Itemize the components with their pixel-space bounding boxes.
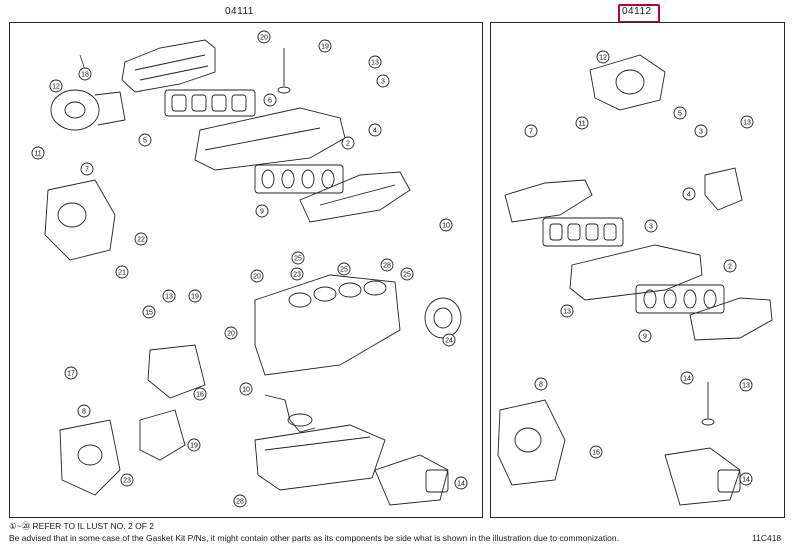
svg-text:2: 2 bbox=[346, 141, 350, 148]
svg-text:19: 19 bbox=[321, 44, 329, 51]
svg-text:13: 13 bbox=[165, 294, 173, 301]
svg-text:17: 17 bbox=[67, 371, 75, 378]
exhaust-gasket-left bbox=[254, 164, 344, 194]
svg-text:25: 25 bbox=[403, 272, 411, 279]
cylinder-head-cover-left bbox=[194, 107, 346, 171]
svg-text:7: 7 bbox=[529, 129, 533, 136]
title-right: 04112 bbox=[622, 6, 652, 17]
svg-text:21: 21 bbox=[118, 270, 126, 277]
svg-text:3: 3 bbox=[381, 79, 385, 86]
svg-text:8: 8 bbox=[82, 409, 86, 416]
svg-text:25: 25 bbox=[294, 256, 302, 263]
valve-right bbox=[701, 382, 715, 426]
svg-text:12: 12 bbox=[599, 55, 607, 62]
diagram-panel-right bbox=[490, 22, 785, 518]
svg-text:20: 20 bbox=[253, 274, 261, 281]
svg-text:5: 5 bbox=[143, 138, 147, 145]
svg-text:7: 7 bbox=[85, 167, 89, 174]
svg-text:3: 3 bbox=[649, 224, 653, 231]
svg-text:8: 8 bbox=[539, 382, 543, 389]
oil-strainer-left bbox=[264, 394, 316, 433]
bracket-right bbox=[704, 167, 743, 211]
svg-text:18: 18 bbox=[81, 72, 89, 79]
water-outlet-left bbox=[139, 409, 186, 461]
svg-text:9: 9 bbox=[260, 209, 264, 216]
svg-text:25: 25 bbox=[340, 267, 348, 274]
svg-text:19: 19 bbox=[190, 443, 198, 450]
svg-text:11: 11 bbox=[34, 151, 41, 158]
timing-cover-right bbox=[497, 399, 566, 486]
svg-text:19: 19 bbox=[191, 294, 199, 301]
svg-text:10: 10 bbox=[442, 223, 450, 230]
svg-text:4: 4 bbox=[373, 128, 377, 135]
svg-text:16: 16 bbox=[196, 392, 204, 399]
intake-manifold-right bbox=[504, 179, 593, 223]
svg-text:4: 4 bbox=[687, 192, 691, 199]
water-pump-left bbox=[374, 454, 449, 506]
valve-left bbox=[277, 48, 291, 94]
svg-text:14: 14 bbox=[742, 477, 750, 484]
title-left: 04111 bbox=[225, 6, 254, 17]
exhaust-gasket-right bbox=[635, 284, 725, 314]
svg-text:15: 15 bbox=[145, 310, 153, 317]
svg-text:13: 13 bbox=[742, 383, 750, 390]
oil-pan-left bbox=[254, 424, 386, 491]
svg-text:28: 28 bbox=[383, 263, 391, 270]
footnote-reference: ①~⑳ REFER TO IL LUST NO. 2 OF 2 bbox=[9, 521, 154, 531]
svg-text:13: 13 bbox=[371, 60, 379, 67]
footnote-disclaimer: Be advised that in some case of the Gask… bbox=[9, 533, 619, 543]
manifold-gasket-right bbox=[542, 217, 624, 247]
svg-text:23: 23 bbox=[293, 272, 301, 279]
figure-code: 11C418 bbox=[752, 533, 782, 543]
exploded-parts-drawing: 18 12 11 5 6 2 3 13 4 20 19 7 9 22 21 10… bbox=[31, 30, 773, 508]
svg-text:3: 3 bbox=[699, 129, 703, 136]
oil-pump-left bbox=[147, 344, 206, 399]
svg-text:11: 11 bbox=[578, 121, 585, 128]
svg-text:9: 9 bbox=[643, 334, 647, 341]
timing-cover-left bbox=[44, 179, 116, 261]
svg-text:14: 14 bbox=[457, 481, 465, 488]
svg-text:16: 16 bbox=[592, 450, 600, 457]
svg-text:2: 2 bbox=[728, 264, 732, 271]
svg-text:6: 6 bbox=[268, 98, 272, 105]
svg-text:10: 10 bbox=[242, 387, 250, 394]
intake-manifold-left bbox=[121, 39, 216, 93]
turbo-right bbox=[589, 54, 666, 111]
rear-seal-left bbox=[424, 297, 462, 339]
svg-text:22: 22 bbox=[137, 237, 145, 244]
turbocharger-left bbox=[50, 89, 126, 131]
exhaust-manifold-right bbox=[689, 297, 773, 341]
svg-text:20: 20 bbox=[227, 331, 235, 338]
svg-text:13: 13 bbox=[563, 309, 571, 316]
svg-text:20: 20 bbox=[260, 35, 268, 42]
cylinder-block-left bbox=[254, 274, 401, 376]
svg-text:24: 24 bbox=[445, 338, 453, 345]
manifold-gasket-left bbox=[164, 89, 256, 117]
head-cover-right bbox=[569, 244, 703, 301]
water-pump-right bbox=[664, 447, 741, 506]
svg-text:14: 14 bbox=[683, 376, 691, 383]
svg-text:5: 5 bbox=[678, 111, 682, 118]
exhaust-manifold-left bbox=[299, 171, 411, 223]
svg-text:23: 23 bbox=[123, 478, 131, 485]
svg-text:13: 13 bbox=[743, 120, 751, 127]
svg-text:28: 28 bbox=[236, 499, 244, 506]
front-cover-left bbox=[59, 419, 121, 496]
svg-text:12: 12 bbox=[52, 84, 60, 91]
